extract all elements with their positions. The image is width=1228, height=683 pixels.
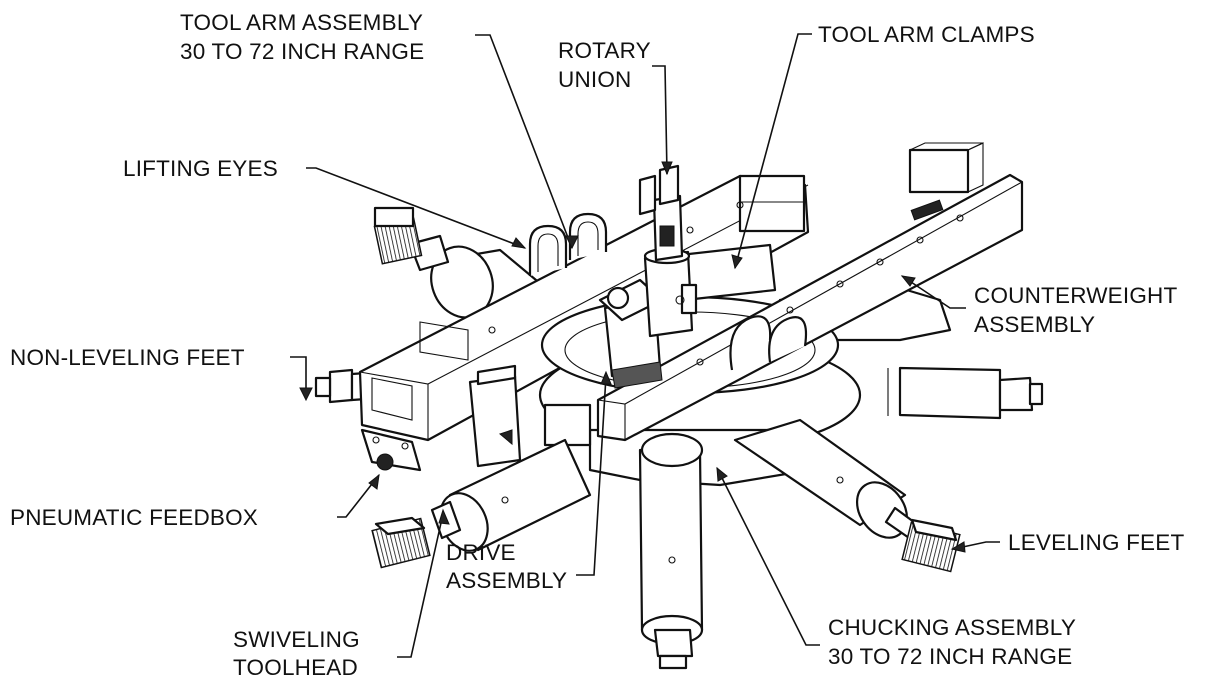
label-pneumatic-feedbox: PNEUMATIC FEEDBOX [10,505,258,530]
leader-swiveling-toolhead [397,513,444,658]
leader-drive-assembly [576,375,607,576]
chucking-arm-front-left [371,438,592,569]
label-leveling-feet: LEVELING FEET [1008,530,1184,555]
label-rotary-union: ROTARY UNION [558,38,657,92]
leader-lines [290,33,1000,658]
label-tool-arm-clamps: TOOL ARM CLAMPS [818,22,1035,47]
tool-arm-assembly [358,174,810,442]
leader-tool-arm-assembly [475,34,573,249]
leader-lifting-eyes [306,167,526,249]
pneumatic-feedbox-unit [360,364,522,472]
counterweight-assembly [596,142,1024,442]
rotary-union-stack [638,164,698,338]
leader-arrowheads [299,161,966,553]
label-drive-assembly: DRIVE ASSEMBLY [446,540,567,593]
chucking-arm-front-right [733,418,961,573]
leader-leveling-feet [957,541,1000,549]
leader-non-leveling-feet [290,356,307,396]
label-lifting-eyes: LIFTING EYES [123,156,278,181]
leader-rotary-union [652,65,668,175]
label-non-leveling-feet: NON-LEVELING FEET [10,345,245,370]
callout-labels: TOOL ARM ASSEMBLY 30 TO 72 INCH RANGE RO… [10,10,1184,680]
label-counterweight-assembly: COUNTERWEIGHT ASSEMBLY [974,283,1183,337]
leader-tool-arm-clamps [734,33,812,269]
label-tool-arm-assembly: TOOL ARM ASSEMBLY 30 TO 72 INCH RANGE [180,10,429,64]
leader-pneumatic-feedbox [337,474,380,518]
leader-counterweight [901,275,966,309]
chucking-arm-front [638,432,704,670]
leader-chucking-assembly [716,467,820,646]
label-swiveling-toolhead: SWIVELING TOOLHEAD [233,627,366,680]
machine-drawing [314,142,1044,670]
label-chucking-assembly: CHUCKING ASSEMBLY 30 TO 72 INCH RANGE [828,615,1082,669]
